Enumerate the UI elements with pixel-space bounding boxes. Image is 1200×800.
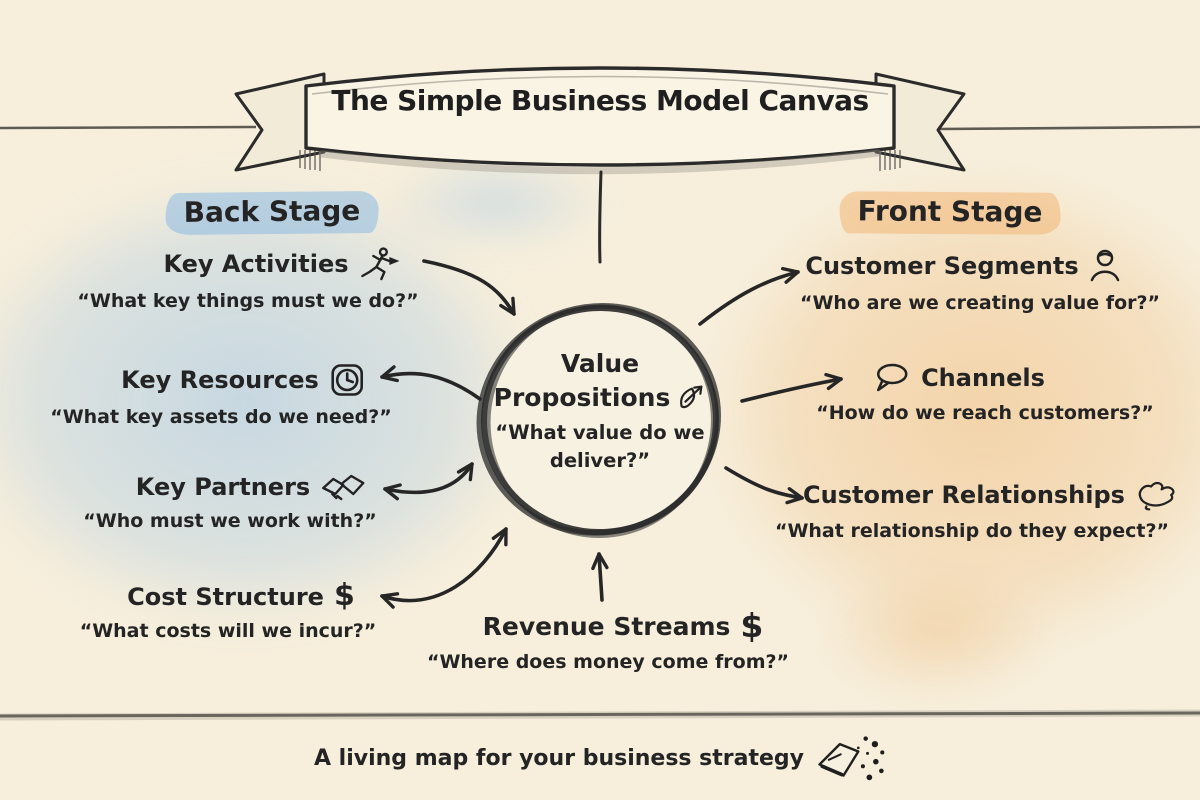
value-propositions-circle-content: Value Propositions “What value do we del…: [475, 347, 725, 475]
item-title: Key Resources: [121, 366, 319, 394]
speech-bubble-icon: [876, 363, 908, 392]
footer-tagline: A living map for your business strategy: [313, 745, 805, 771]
item-question: “What key assets do we need?”: [50, 406, 392, 428]
banner-ribbon: [234, 66, 966, 175]
item-title: Customer Relationships: [803, 481, 1125, 509]
banner-band-inner-line: [311, 75, 889, 95]
item-key-activities: Key Activities “What key things must we …: [77, 246, 454, 312]
back-stage-label: Back Stage: [165, 190, 379, 236]
runner-icon: [361, 247, 400, 281]
person-icon: [1090, 249, 1119, 282]
item-title: Key Partners: [135, 473, 311, 501]
item-key-resources: Key Resources “What key assets do we nee…: [50, 362, 414, 428]
arrow-cost-structure-both-ways: [380, 527, 508, 609]
item-question: “Where does money come from?”: [426, 651, 790, 673]
center-question: “What value do we deliver?”: [495, 420, 705, 472]
item-cost-structure: Cost Structure $ “What costs will we inc…: [80, 578, 390, 643]
item-question: “How do we reach customers?”: [816, 402, 1154, 424]
top-rule-right: [937, 125, 1200, 131]
leaf-arrow-icon: [680, 385, 703, 408]
arrow-key-activities-to-circle: [422, 259, 516, 316]
back-stage-highlight: Back Stage: [165, 190, 379, 236]
item-title: Cost Structure: [127, 583, 324, 611]
item-customer-segments: Customer Segments “Who are we creating v…: [783, 248, 1160, 314]
bottom-rule: [0, 711, 1200, 718]
clock-icon: [331, 364, 363, 396]
arrow-key-partners-both-ways: [383, 462, 474, 501]
item-customer-relationships: Customer Relationships “What relationshi…: [775, 478, 1187, 542]
item-title: Key Activities: [163, 250, 349, 278]
arrow-circle-to-customer-relationships: [724, 466, 804, 505]
item-question: “What relationship do they expect?”: [774, 520, 1170, 542]
item-question: “What key things must we do?”: [77, 290, 419, 312]
footer-tagline-row: A living map for your business strategy: [314, 731, 886, 785]
eraser-icon: [818, 736, 885, 781]
front-stage-label: Front Stage: [839, 191, 1061, 235]
hand-icon: [1138, 481, 1175, 511]
item-question: “Who are we creating value for?”: [799, 292, 1161, 314]
item-title: Channels: [921, 364, 1045, 392]
item-key-partners: Key Partners “Who must we work with?”: [83, 472, 397, 532]
item-question: “Who must we work with?”: [83, 510, 377, 532]
eraser-crumbs: [857, 736, 885, 781]
item-revenue-streams: Revenue Streams $ “Where does money come…: [427, 606, 804, 673]
dollar-sign: $: [333, 578, 355, 613]
banner-fold-hatching: [299, 150, 901, 171]
arrow-revenue-streams-to-circle: [591, 552, 609, 602]
front-stage-highlight: Front Stage: [839, 191, 1061, 235]
handshake-icon: [321, 474, 365, 501]
item-title: Revenue Streams: [482, 612, 731, 641]
top-rule-left: [0, 125, 257, 130]
dollar-sign: $: [740, 606, 764, 645]
divider-line: [598, 170, 603, 264]
arrow-circle-to-customer-segments: [698, 266, 800, 326]
arrow-circle-to-channels: [740, 372, 843, 403]
item-title: Customer Segments: [805, 252, 1079, 280]
item-question: “What costs will we incur?”: [79, 620, 377, 642]
item-channels: Channels “How do we reach customers?”: [790, 362, 1154, 424]
page-title: The Simple Business Model Canvas: [331, 84, 869, 117]
banner-shadow: [318, 149, 882, 175]
banner-band: [304, 66, 896, 167]
arrow-circle-to-key-resources: [380, 365, 482, 401]
center-circle: [476, 303, 721, 539]
center-title: Value Propositions: [493, 349, 671, 412]
